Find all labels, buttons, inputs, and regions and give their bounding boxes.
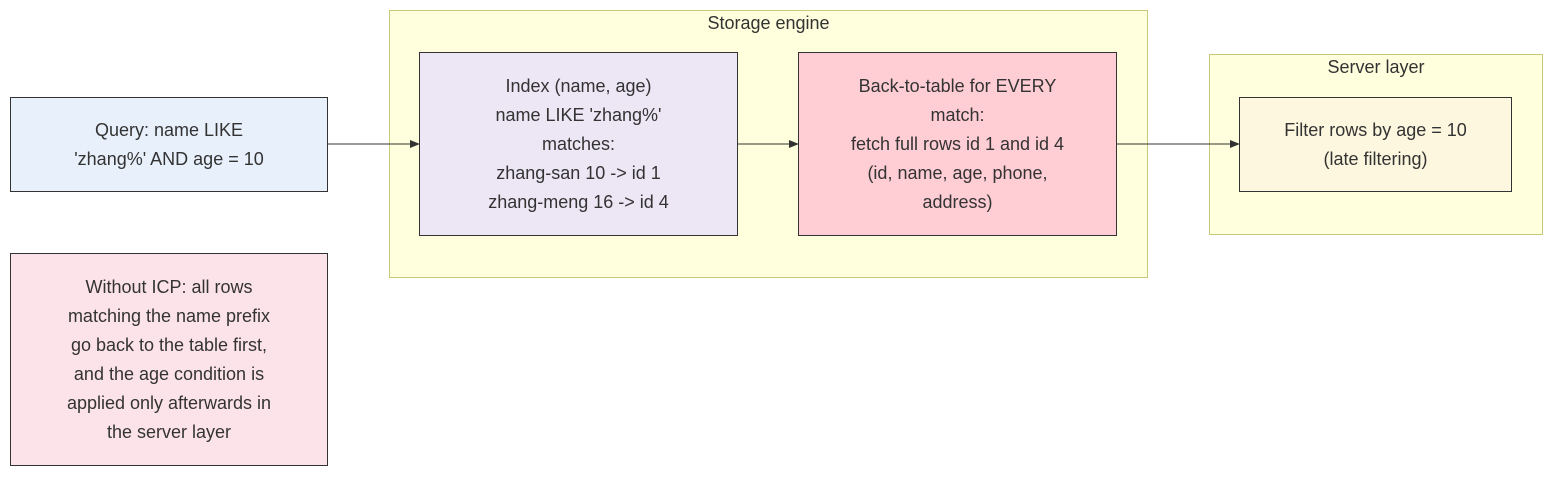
filter-node: Filter rows by age = 10 (late filtering) [1239, 97, 1512, 192]
note-node-text: Without ICP: all rows matching the name … [66, 276, 272, 442]
note-node: Without ICP: all rows matching the name … [10, 253, 328, 466]
query-node-text: Query: name LIKE 'zhang%' AND age = 10 [74, 119, 264, 169]
index-node: Index (name, age) name LIKE 'zhang%' mat… [419, 52, 738, 236]
query-node: Query: name LIKE 'zhang%' AND age = 10 [10, 97, 328, 192]
back-to-table-node-text: Back-to-table for EVERY match: fetch ful… [850, 75, 1065, 212]
filter-node-text: Filter rows by age = 10 (late filtering) [1284, 119, 1467, 169]
back-to-table-node: Back-to-table for EVERY match: fetch ful… [798, 52, 1117, 236]
storage-engine-title: Storage engine [707, 13, 830, 33]
index-node-text: Index (name, age) name LIKE 'zhang%' mat… [488, 75, 669, 212]
server-layer-title: Server layer [1327, 57, 1425, 77]
